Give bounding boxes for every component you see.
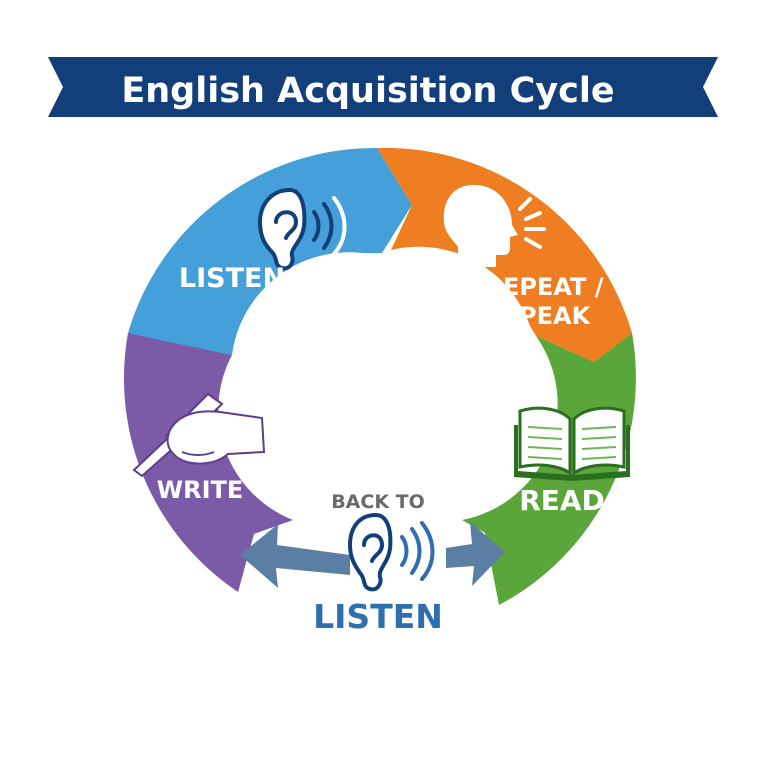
label-speak: SPEAK bbox=[502, 302, 592, 330]
page-title: English Acquisition Cycle bbox=[121, 71, 614, 111]
writing-hand-icon bbox=[132, 392, 266, 478]
return-ear-icon bbox=[347, 512, 435, 592]
open-book-icon bbox=[514, 406, 630, 481]
label-write: WRITE bbox=[157, 476, 244, 504]
listen-return-label: LISTEN bbox=[313, 597, 443, 636]
speaking-head-icon bbox=[443, 184, 546, 267]
return-arrows bbox=[240, 522, 505, 588]
left-return-arrow bbox=[240, 524, 350, 588]
label-listen: LISTEN bbox=[179, 263, 285, 294]
right-return-arrow bbox=[446, 522, 505, 586]
segment-read bbox=[462, 333, 636, 605]
label-read: READ bbox=[519, 484, 605, 517]
back-to-label: BACK TO bbox=[331, 491, 425, 513]
banner-ribbon bbox=[48, 57, 718, 117]
ear-icon bbox=[257, 187, 347, 271]
title-banner: English Acquisition Cycle bbox=[48, 57, 718, 117]
label-repeat: REPEAT / bbox=[484, 273, 603, 301]
